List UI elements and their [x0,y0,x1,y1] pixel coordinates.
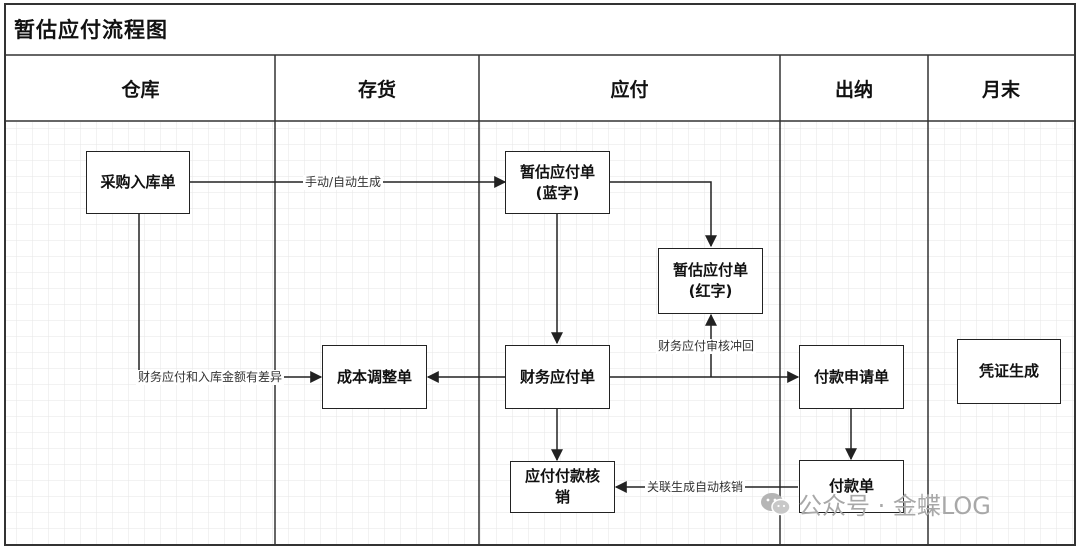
node-voucher-generation: 凭证生成 [957,339,1061,404]
edge-label-link-writeoff: 关联生成自动核销 [645,480,746,495]
edge-label-auto-generate: 手动/自动生成 [303,175,384,190]
outer-frame [4,3,1076,546]
node-label-line: 暂估应付单 [519,162,595,181]
node-estimated-payable-blue: 暂估应付单 (蓝字) [505,151,610,214]
node-label-line: 暂估应付单 [672,261,748,279]
node-label-line: (蓝字) [535,183,580,202]
lane-header-payable: 应付 [610,78,649,101]
watermark: 公众号 · 金蝶LOG [760,486,991,521]
lane-header-cashier: 出纳 [834,78,873,101]
edge-label-amount-difference: 财务应付和入库金额有差异 [136,370,285,385]
node-label-line: (红字) [688,282,733,300]
node-payment-request: 付款申请单 [799,345,904,409]
watermark-text: 公众号 · 金蝶LOG [798,492,991,520]
lane-header-inventory: 存货 [357,78,396,101]
page-title: 暂估应付流程图 [14,18,168,42]
node-payment: 付款单 [799,460,904,513]
node-payable-payment-writeoff: 应付付款核 销 [510,461,615,513]
edge-label-audit-offset: 财务应付审核冲回 [656,339,757,354]
node-finance-payable: 财务应付单 [505,345,610,409]
wechat-icon [761,492,791,515]
node-cost-adjustment: 成本调整单 [322,345,427,409]
edge-blue-to-red [610,181,717,248]
lane-header-month-end: 月末 [981,78,1020,101]
lane-header-warehouse: 仓库 [121,78,160,101]
node-estimated-payable-red: 暂估应付单 (红字) [658,248,763,314]
node-purchase-receipt: 采购入库单 [86,151,190,214]
node-label-line: 销 [554,488,570,506]
node-label-line: 应付付款核 [524,467,600,485]
